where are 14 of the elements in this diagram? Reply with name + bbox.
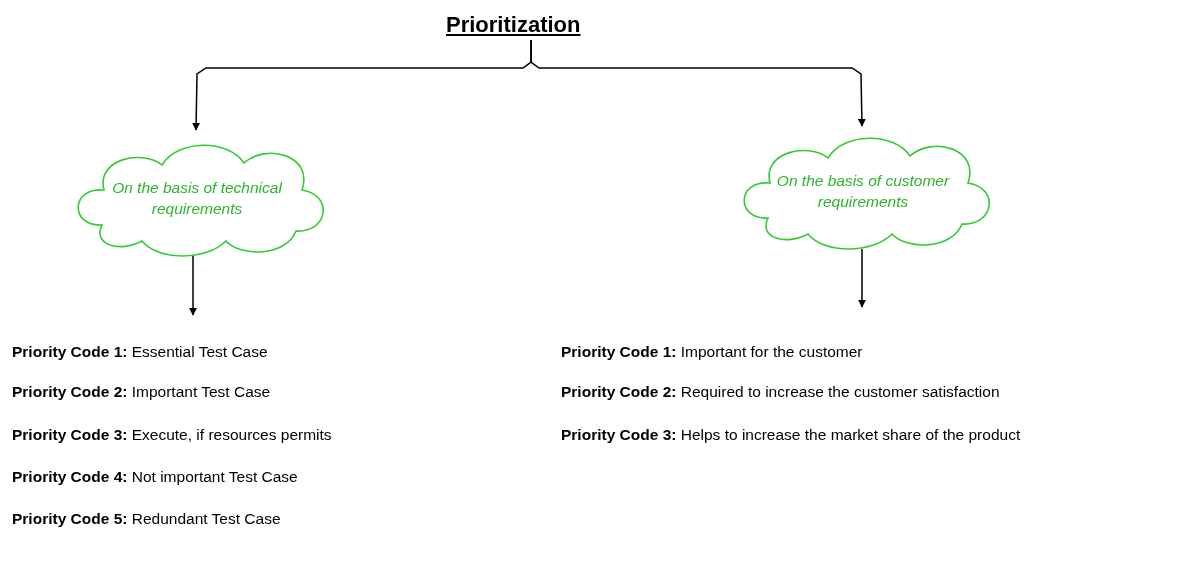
priority-item: Priority Code 4: Not important Test Case (12, 468, 298, 486)
priority-item: Priority Code 5: Redundant Test Case (12, 510, 281, 528)
arrow (858, 248, 866, 308)
cloud-label: On the basis of technical requirements (111, 177, 284, 219)
arrow (189, 255, 197, 316)
priority-item: Priority Code 3: Execute, if resources permits (12, 426, 332, 444)
priority-item: Priority Code 1: Essential Test Case (12, 343, 268, 361)
priority-item: Priority Code 2: Required to increase the customer satisfaction (561, 383, 1000, 401)
priority-item: Priority Code 3: Helps to increase the market share of the product (561, 426, 1021, 444)
cloud-label: On the basis of customer requirements (775, 170, 951, 212)
priority-item: Priority Code 2: Important Test Case (12, 383, 271, 401)
priority-item: Priority Code 1: Important for the customer (561, 343, 863, 361)
title-text: Prioritization (446, 12, 581, 37)
arrow (530, 39, 866, 127)
